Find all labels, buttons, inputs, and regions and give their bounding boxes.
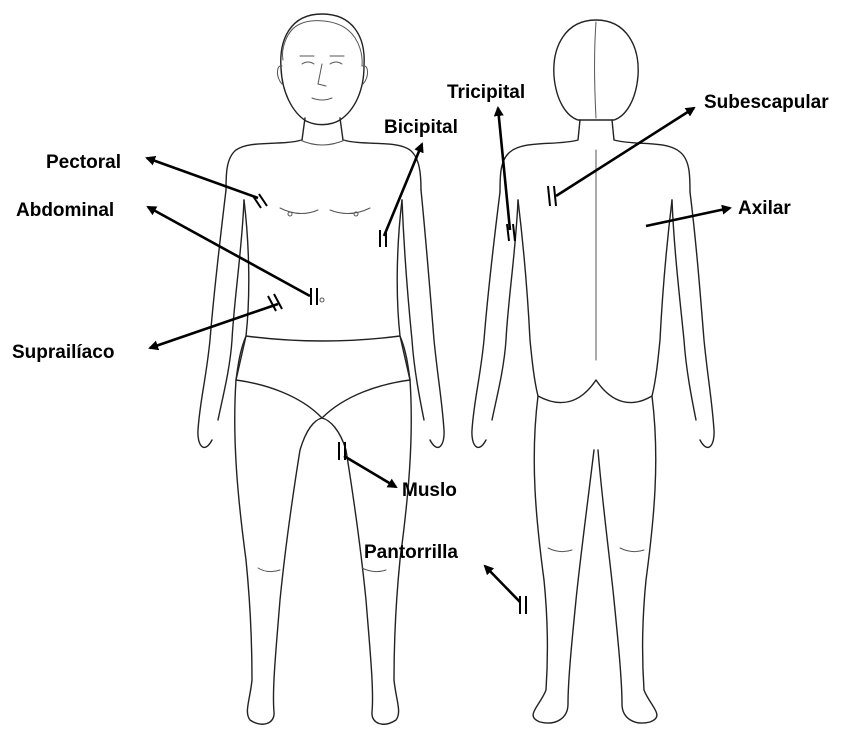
label-muslo: Muslo [402,480,457,501]
back-right-shoulder [612,120,690,192]
arrow-subescapular [556,108,694,196]
arrow-suprailiaco [150,304,278,348]
back-torso-right [652,200,672,396]
front-hair [283,21,363,66]
arrow-abdominal [148,207,310,296]
back-figure [472,20,714,723]
back-left-shoulder [500,120,580,192]
mark-pantorrilla [520,596,526,614]
front-left-shoulder [226,118,305,190]
back-torso-left [518,200,538,396]
front-right-arm [421,190,444,447]
front-briefs [236,336,410,418]
labels: Pectoral Abdominal Suprailíaco Bicipital… [12,82,829,563]
arrow-muslo [344,456,396,487]
arrows [147,108,730,602]
label-tricipital: Tricipital [447,82,525,103]
mark-tricipital [507,224,515,241]
label-abdominal: Abdominal [16,200,114,221]
arrow-pectoral [147,158,258,198]
back-head [554,20,638,120]
arrow-pantorrilla [485,566,520,602]
arrow-axilar [646,208,730,226]
label-axilar: Axilar [738,198,791,219]
front-left-leg [235,380,322,724]
label-pectoral: Pectoral [46,152,121,173]
back-left-arm [472,192,500,447]
front-left-arm [198,190,226,447]
mark-suprailiaco [268,294,282,311]
back-right-leg [598,396,657,723]
label-suprailiaco: Suprailíaco [12,342,114,363]
back-buttocks [538,380,652,403]
mark-subescapular [548,186,556,206]
back-left-leg [533,396,594,723]
label-bicipital: Bicipital [384,117,458,138]
label-pantorrilla: Pantorrilla [364,542,458,563]
front-head [281,14,364,125]
label-subescapular: Subescapular [704,92,829,113]
mark-abdominal [311,288,317,305]
arrow-tricipital [498,108,510,230]
